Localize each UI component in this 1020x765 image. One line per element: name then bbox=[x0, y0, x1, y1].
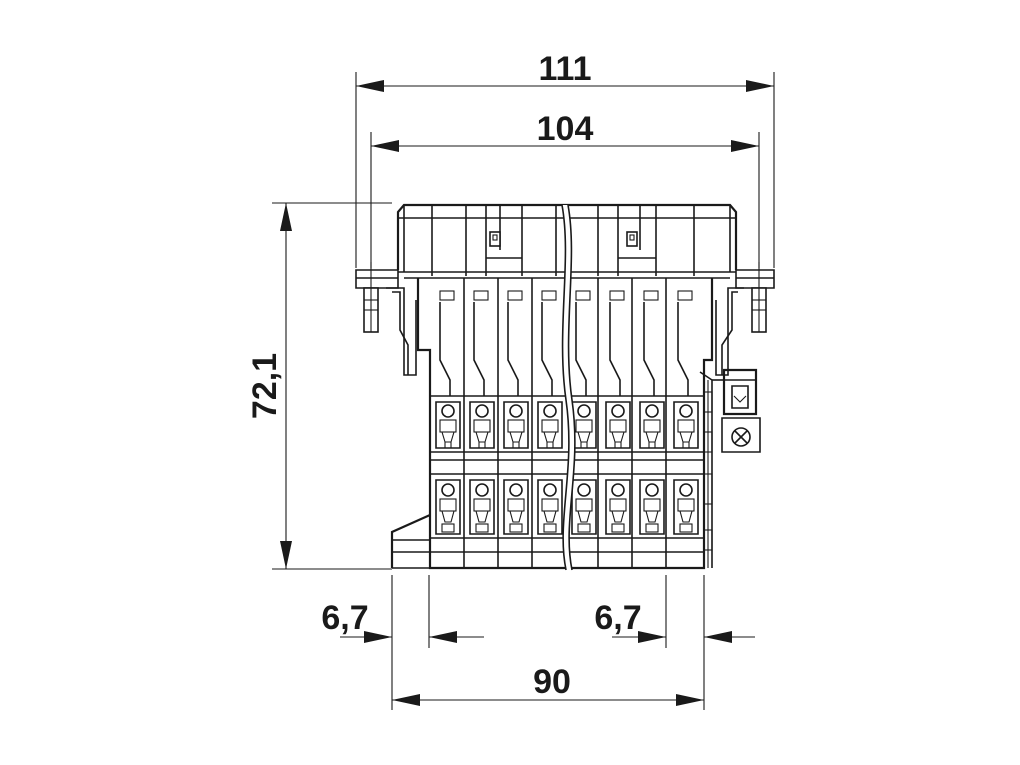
terminal-2-lower bbox=[469, 479, 495, 535]
dimension-overall-width: 111 bbox=[355, 50, 775, 268]
terminal-7-lower bbox=[639, 479, 665, 535]
base-foot bbox=[390, 513, 431, 569]
dimension-height: 72,1 bbox=[246, 202, 392, 570]
dimension-right-offset: 6,7 bbox=[594, 575, 755, 710]
terminal-3-upper bbox=[503, 401, 529, 449]
right-mounting-flange bbox=[715, 262, 775, 376]
terminal-1-lower bbox=[435, 479, 461, 535]
terminal-5-lower bbox=[571, 479, 597, 535]
pe-clamp bbox=[712, 368, 761, 453]
dimension-inner-width: 104 bbox=[370, 110, 760, 268]
screw-icon bbox=[731, 427, 751, 447]
terminal-row-lower bbox=[435, 479, 699, 535]
dimension-label-overall-width: 111 bbox=[539, 50, 592, 88]
break-line bbox=[561, 204, 576, 571]
terminal-6-lower bbox=[605, 479, 631, 535]
terminal-8-lower bbox=[673, 479, 699, 535]
dimension-left-offset: 6,7 bbox=[321, 575, 484, 710]
terminal-1-upper bbox=[435, 401, 461, 449]
dimension-label-height: 72,1 bbox=[246, 353, 284, 419]
left-mounting-flange bbox=[355, 262, 417, 376]
dimension-base-width: 90 bbox=[392, 663, 704, 706]
terminal-body bbox=[416, 278, 714, 570]
terminal-4-upper bbox=[537, 401, 563, 449]
dimension-label-left-offset: 6,7 bbox=[321, 599, 368, 637]
terminal-row-upper bbox=[435, 401, 699, 449]
terminal-7-upper bbox=[639, 401, 665, 449]
connector-housing bbox=[355, 203, 775, 571]
dimension-label-base-width: 90 bbox=[533, 663, 571, 701]
terminal-3-lower bbox=[503, 479, 529, 535]
terminal-2-upper bbox=[469, 401, 495, 449]
dimension-label-right-offset: 6,7 bbox=[594, 599, 641, 637]
terminal-8-upper bbox=[673, 401, 699, 449]
terminal-4-lower bbox=[537, 479, 563, 535]
terminal-6-upper bbox=[605, 401, 631, 449]
dimension-label-inner-width: 104 bbox=[537, 110, 594, 148]
